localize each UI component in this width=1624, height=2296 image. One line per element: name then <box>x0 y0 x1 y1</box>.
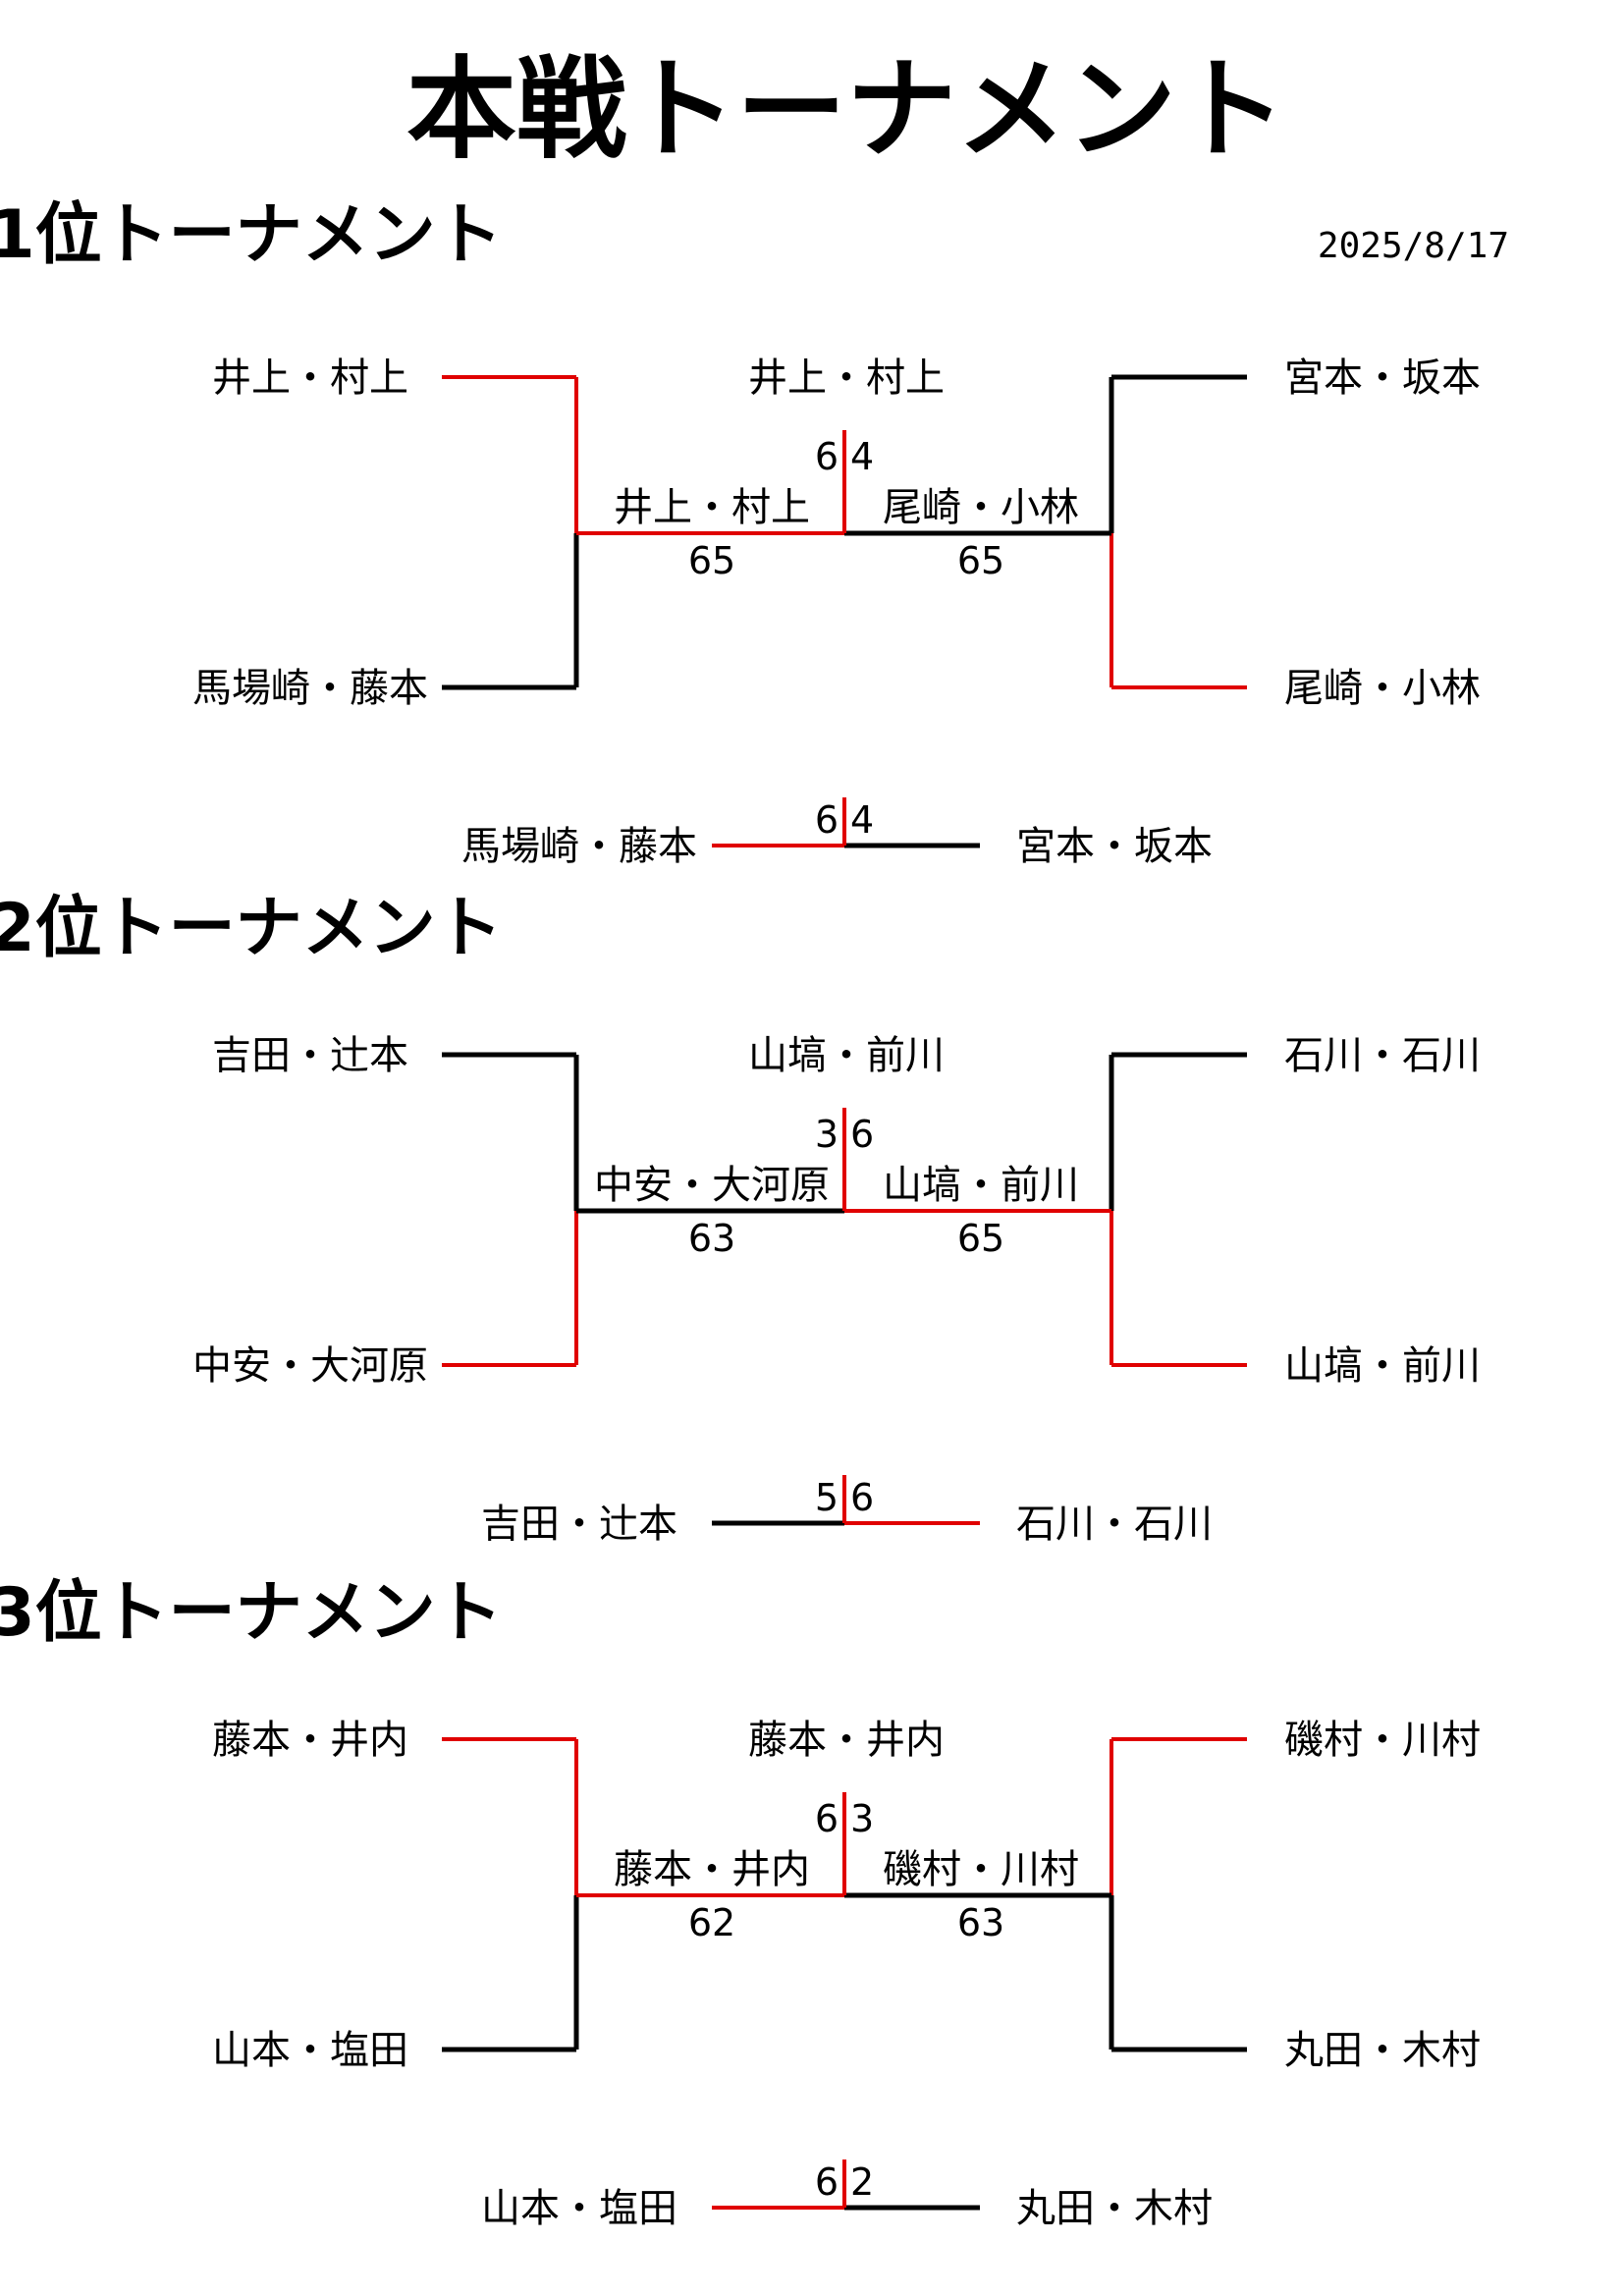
team-name: 山塙・前川 <box>1284 1343 1481 1389</box>
team-name: 山本・塩田 <box>481 2186 677 2231</box>
team-name: 馬場崎・藤本 <box>192 666 428 711</box>
semifinal-score-right: 65 <box>957 539 1004 582</box>
semifinal-score-left: 62 <box>688 1901 735 1944</box>
semifinal-score-right: 65 <box>957 1217 1004 1260</box>
consolation-score-right: 6 <box>850 1476 874 1519</box>
page-title: 本戦トーナメント <box>406 46 1286 174</box>
semifinal-winner-left: 中安・大河原 <box>594 1163 830 1208</box>
team-name: 宮本・坂本 <box>1016 824 1213 869</box>
semifinal-winner-right: 尾崎・小林 <box>883 485 1079 530</box>
team-name: 馬場崎・藤本 <box>461 824 697 869</box>
semifinal-score-left: 65 <box>688 539 735 582</box>
section-heading: 3位トーナメント <box>0 1574 503 1652</box>
team-name: 吉田・辻本 <box>481 1502 677 1547</box>
team-name: 中安・大河原 <box>192 1343 428 1389</box>
consolation-score-left: 6 <box>815 798 839 842</box>
team-name: 宮本・坂本 <box>1284 355 1481 401</box>
champion-name: 藤本・井内 <box>748 1718 945 1763</box>
final-score-left: 3 <box>815 1113 839 1156</box>
consolation-score-left: 6 <box>815 2160 839 2204</box>
team-name: 藤本・井内 <box>212 1718 408 1763</box>
date-label: 2025/8/17 <box>1318 226 1509 266</box>
semifinal-score-left: 63 <box>688 1217 735 1260</box>
champion-name: 山塙・前川 <box>748 1033 945 1078</box>
semifinal-winner-left: 藤本・井内 <box>614 1847 810 1892</box>
semifinal-score-right: 63 <box>957 1901 1004 1944</box>
team-name: 磯村・川村 <box>1284 1718 1481 1763</box>
champion-name: 井上・村上 <box>748 355 945 401</box>
team-name: 丸田・木村 <box>1284 2028 1481 2073</box>
semifinal-winner-right: 山塙・前川 <box>883 1163 1079 1208</box>
team-name: 山本・塩田 <box>212 2028 408 2073</box>
team-name: 石川・石川 <box>1284 1033 1481 1078</box>
team-name: 吉田・辻本 <box>212 1033 408 1078</box>
final-score-right: 6 <box>850 1113 874 1156</box>
team-name: 石川・石川 <box>1016 1502 1213 1547</box>
final-score-left: 6 <box>815 435 839 478</box>
semifinal-winner-right: 磯村・川村 <box>883 1847 1079 1892</box>
final-score-left: 6 <box>815 1797 839 1840</box>
consolation-score-right: 4 <box>850 798 874 842</box>
section-heading: 2位トーナメント <box>0 890 503 967</box>
team-name: 丸田・木村 <box>1016 2186 1213 2231</box>
final-score-right: 4 <box>850 435 874 478</box>
consolation-score-right: 2 <box>850 2160 874 2204</box>
semifinal-winner-left: 井上・村上 <box>614 485 810 530</box>
consolation-score-left: 5 <box>815 1476 839 1519</box>
team-name: 井上・村上 <box>212 355 408 401</box>
team-name: 尾崎・小林 <box>1284 666 1481 711</box>
section-heading: 1位トーナメント <box>0 196 503 274</box>
final-score-right: 3 <box>850 1797 874 1840</box>
